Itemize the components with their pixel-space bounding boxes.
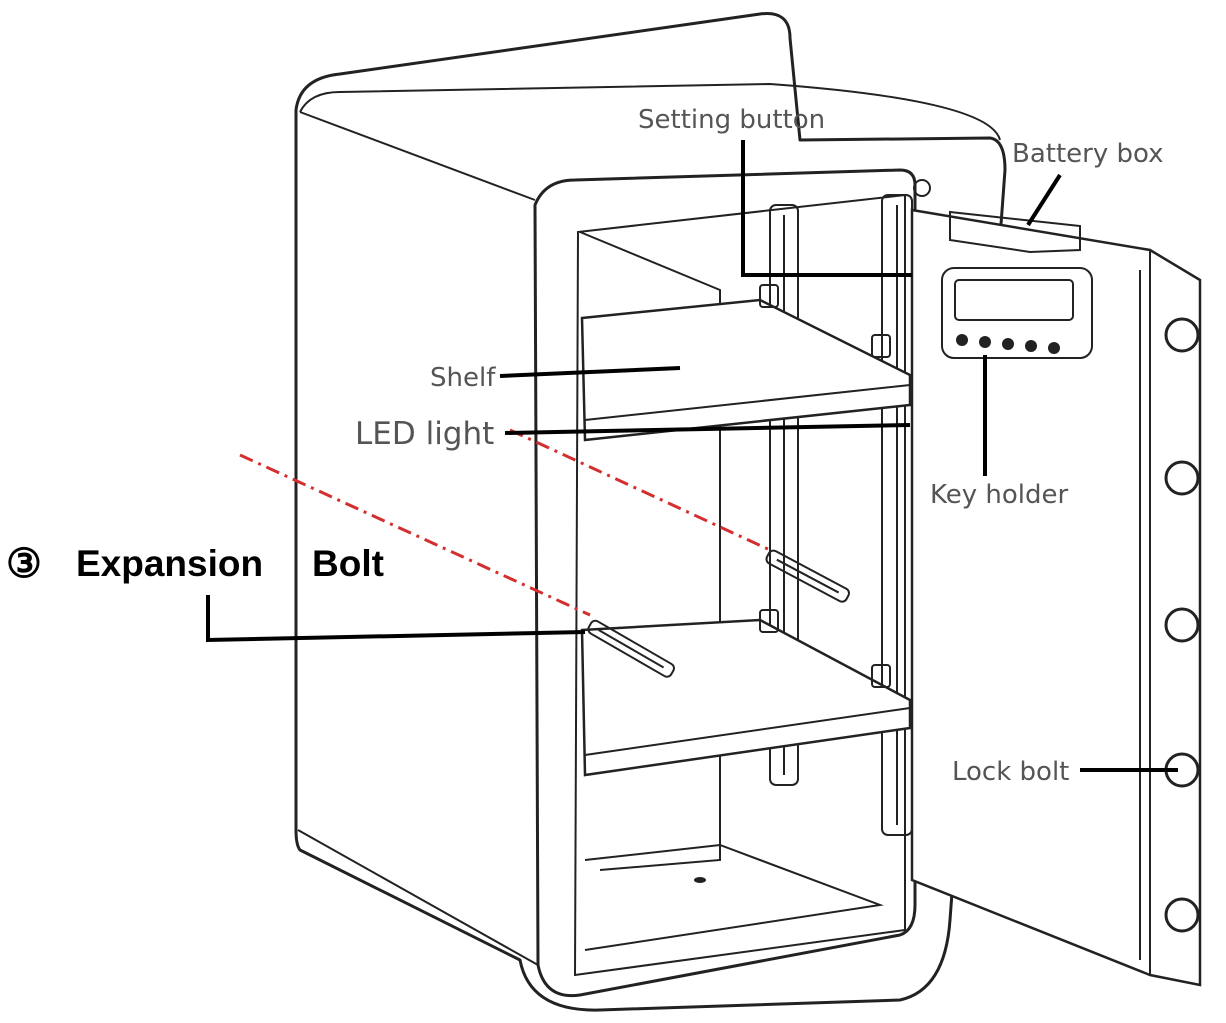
shelf-leader — [499, 366, 681, 378]
battery-box-shape — [949, 210, 1081, 254]
keypad — [941, 267, 1093, 359]
upper-shelf — [580, 298, 912, 442]
guide-line-lower — [239, 453, 591, 617]
led-light-leader — [504, 423, 911, 435]
floor — [584, 843, 884, 951]
label-expansion-word: Expansion — [76, 543, 263, 584]
label-bolt-word: Bolt — [312, 543, 384, 584]
safe-door — [910, 208, 1202, 987]
label-key-holder: Key holder — [930, 480, 1069, 510]
lower-shelf — [580, 618, 912, 777]
hinge-knob — [913, 179, 931, 197]
expansion-bolt-leader — [206, 595, 586, 643]
label-lock-bolt: Lock bolt — [952, 757, 1069, 787]
battery-box-leader — [1026, 173, 1062, 227]
label-battery-box: Battery box — [1012, 139, 1164, 169]
label-shelf: Shelf — [430, 363, 496, 393]
expansion-bolts — [587, 549, 850, 678]
label-expansion-bolt-number: ③ — [6, 542, 42, 586]
shelf-clips — [759, 284, 891, 688]
setting-button-leader — [741, 140, 912, 277]
label-setting-button: Setting button — [638, 105, 825, 135]
guide-line-upper — [509, 428, 771, 552]
guide-lines — [239, 428, 771, 617]
label-led-light: LED light — [355, 416, 494, 452]
safe-body — [294, 12, 1007, 1012]
leader-lines — [206, 140, 1178, 772]
lock-bolts — [1164, 317, 1200, 933]
